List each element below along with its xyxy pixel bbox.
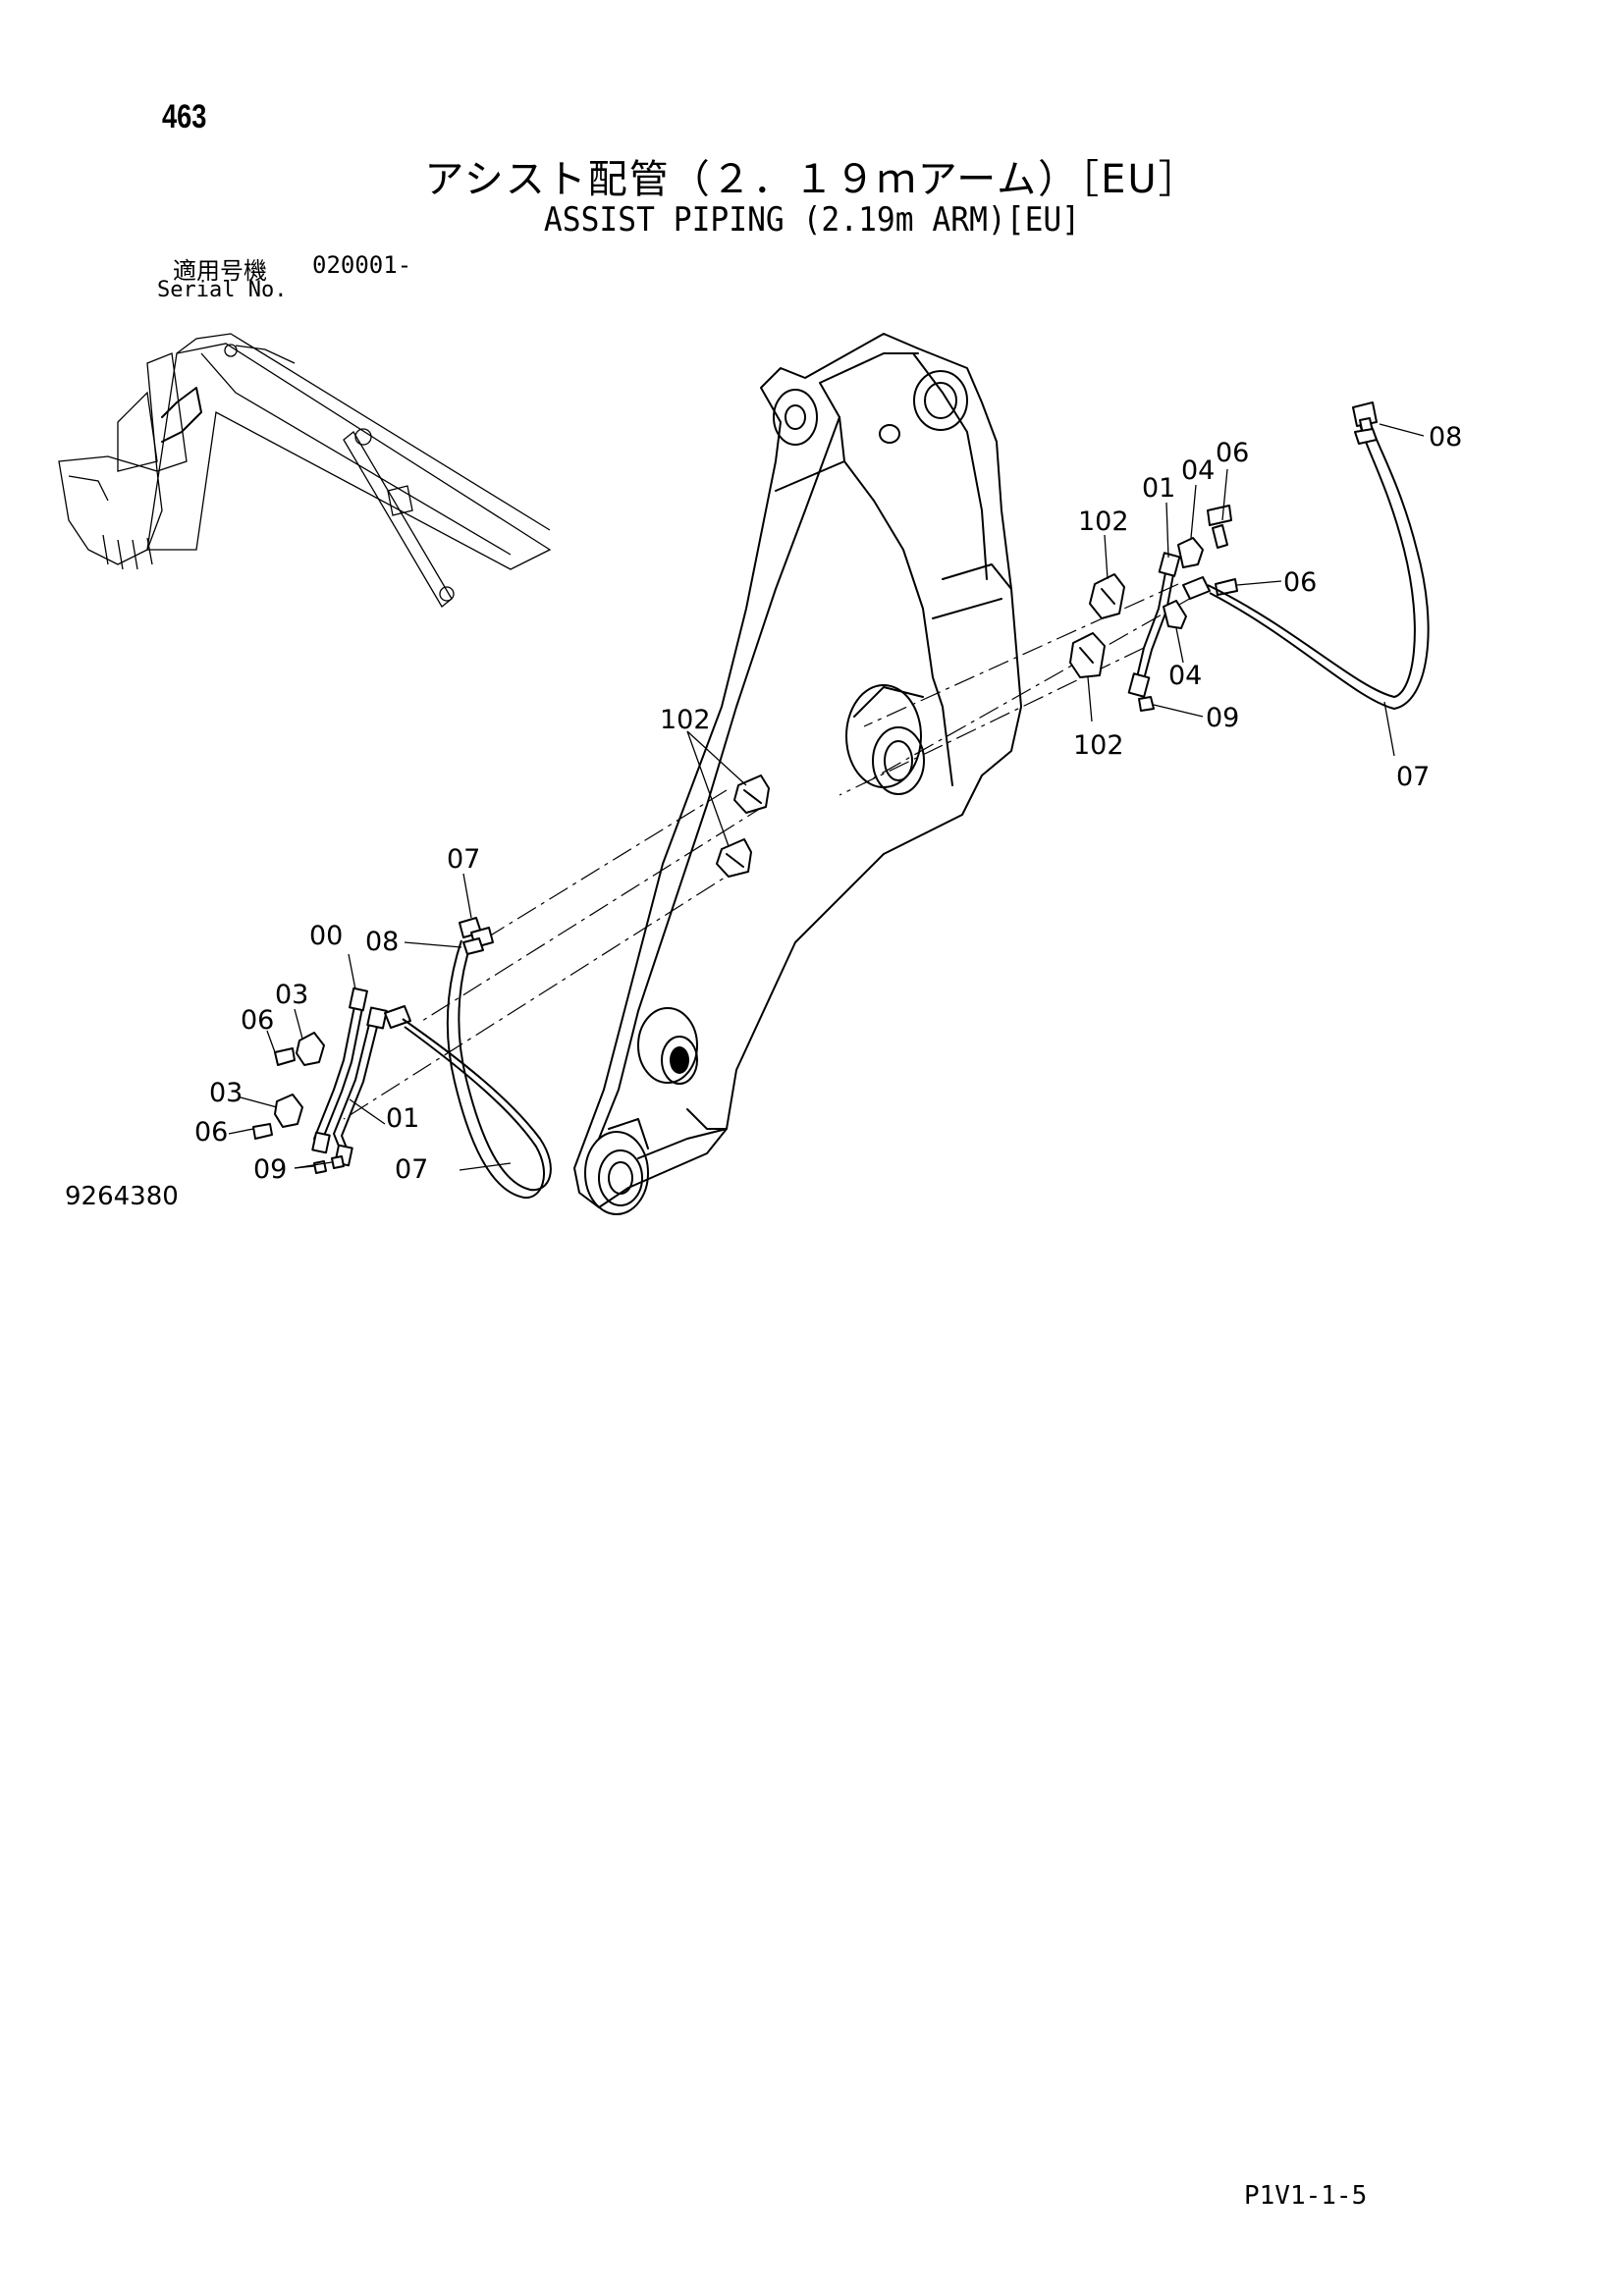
excavator-thumbnail: [58, 333, 552, 608]
callout-06-lower: 06: [194, 1117, 228, 1148]
callout-07-left: 07: [447, 844, 480, 875]
leader-lines: [228, 423, 1425, 1171]
callout-07-bottom: 07: [395, 1154, 428, 1185]
page-number: 463: [162, 98, 207, 135]
callout-102-top: 102: [1078, 507, 1129, 537]
callout-08-top: 08: [1429, 422, 1462, 453]
callout-08-left: 08: [365, 927, 399, 957]
callout-06-top: 06: [1216, 438, 1249, 468]
callout-102-center: 102: [660, 705, 711, 735]
callout-01-left: 01: [386, 1103, 419, 1134]
serial-number: 020001-: [312, 251, 412, 279]
callout-04-mid: 04: [1168, 661, 1202, 691]
callout-00-left: 00: [309, 921, 343, 951]
callout-07-right: 07: [1396, 762, 1430, 792]
right-side-parts: [1069, 401, 1430, 712]
drawing-number: 9264380: [65, 1182, 179, 1211]
callout-06-upper: 06: [241, 1005, 274, 1036]
page-title-english: ASSIST PIPING (2.19m ARM)[EU]: [543, 200, 1081, 240]
callout-labels: 08 06 04 01 102 06 04 09 102 07 102 07 0…: [194, 422, 1462, 1185]
callout-01-top: 01: [1142, 473, 1175, 504]
callout-06-mid: 06: [1283, 567, 1317, 598]
callout-09-left: 09: [253, 1154, 287, 1185]
serial-label-english: Serial No.: [157, 278, 288, 302]
callout-04-top: 04: [1181, 455, 1215, 486]
serial-label-japanese: 適用号機: [173, 257, 267, 285]
callout-102-right: 102: [1073, 730, 1124, 761]
callout-03-upper: 03: [275, 980, 308, 1010]
arm-structure: [573, 333, 1022, 1215]
center-clamps: [716, 774, 770, 878]
left-side-parts: [252, 917, 552, 1200]
assembly-lines: [343, 583, 1194, 1120]
page-code: P1V1-1-5: [1244, 2181, 1368, 2211]
callout-03-lower: 03: [209, 1078, 243, 1108]
callout-09-right: 09: [1206, 703, 1239, 733]
page-title-japanese: アシスト配管（２．１９ｍアーム）［EU］: [424, 157, 1200, 202]
